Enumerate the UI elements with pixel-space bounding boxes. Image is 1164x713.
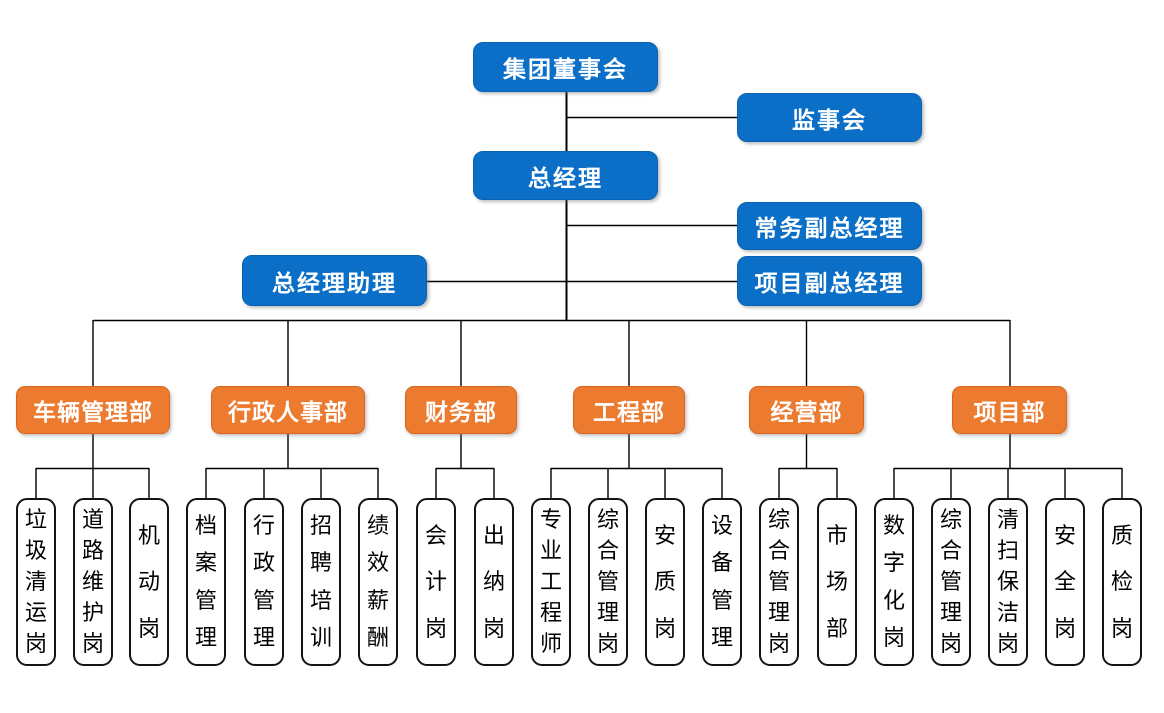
- position-box: 质检岗: [1102, 498, 1142, 666]
- position-box: 清扫保洁岗: [988, 498, 1028, 666]
- node-executive-deputy-gm: 常务副总经理: [737, 202, 922, 250]
- position-label: 综合管理岗: [596, 507, 619, 656]
- connector-position-stubs: [35, 468, 1123, 498]
- position-label: 综合管理岗: [767, 507, 790, 656]
- position-label: 数字化岗: [882, 513, 905, 650]
- position-box: 安全岗: [1045, 498, 1085, 666]
- position-box: 会计岗: [416, 498, 456, 666]
- position-label: 出纳岗: [482, 522, 505, 641]
- position-label: 道路维护岗: [81, 507, 104, 656]
- position-label: 市场部: [825, 522, 848, 641]
- node-gm-assistant: 总经理助理: [242, 255, 427, 306]
- position-label: 垃圾清运岗: [24, 507, 47, 656]
- position-box: 机动岗: [129, 498, 169, 666]
- node-board: 集团董事会: [473, 42, 658, 92]
- position-label: 会计岗: [424, 522, 447, 641]
- node-dept-finance: 财务部: [405, 386, 517, 434]
- position-label: 设备管理: [710, 513, 733, 650]
- position-box: 出纳岗: [474, 498, 514, 666]
- position-box: 市场部: [817, 498, 857, 666]
- position-box: 档案管理: [186, 498, 226, 666]
- position-label: 专业工程师: [539, 507, 562, 656]
- position-label: 绩效薪酬: [366, 513, 389, 650]
- position-box: 行政管理: [244, 498, 284, 666]
- position-label: 安质岗: [653, 522, 676, 641]
- position-box: 道路维护岗: [73, 498, 113, 666]
- connector-department-drops: [92, 320, 1011, 468]
- position-label: 招聘培训: [309, 513, 332, 650]
- position-box: 综合管理岗: [931, 498, 971, 666]
- node-dept-operations: 经营部: [749, 386, 864, 434]
- position-label: 机动岗: [137, 522, 160, 641]
- position-label: 综合管理岗: [939, 507, 962, 656]
- position-box: 安质岗: [645, 498, 685, 666]
- position-label: 档案管理: [194, 513, 217, 650]
- node-dept-engineering: 工程部: [573, 386, 685, 434]
- node-dept-admin-hr: 行政人事部: [211, 386, 365, 434]
- position-box: 招聘培训: [301, 498, 341, 666]
- position-box: 专业工程师: [531, 498, 571, 666]
- position-label: 安全岗: [1053, 522, 1076, 641]
- position-box: 垃圾清运岗: [16, 498, 56, 666]
- position-box: 设备管理: [702, 498, 742, 666]
- node-general-manager: 总经理: [473, 151, 658, 200]
- node-supervisory: 监事会: [737, 93, 922, 142]
- position-label: 清扫保洁岗: [996, 507, 1019, 656]
- node-dept-project: 项目部: [952, 386, 1067, 434]
- position-box: 数字化岗: [874, 498, 914, 666]
- position-box: 绩效薪酬: [358, 498, 398, 666]
- position-box: 综合管理岗: [759, 498, 799, 666]
- node-dept-vehicle-management: 车辆管理部: [16, 386, 170, 434]
- position-label: 质检岗: [1110, 522, 1133, 641]
- position-label: 行政管理: [252, 513, 275, 650]
- position-box: 综合管理岗: [588, 498, 628, 666]
- node-project-deputy-gm: 项目副总经理: [737, 256, 922, 306]
